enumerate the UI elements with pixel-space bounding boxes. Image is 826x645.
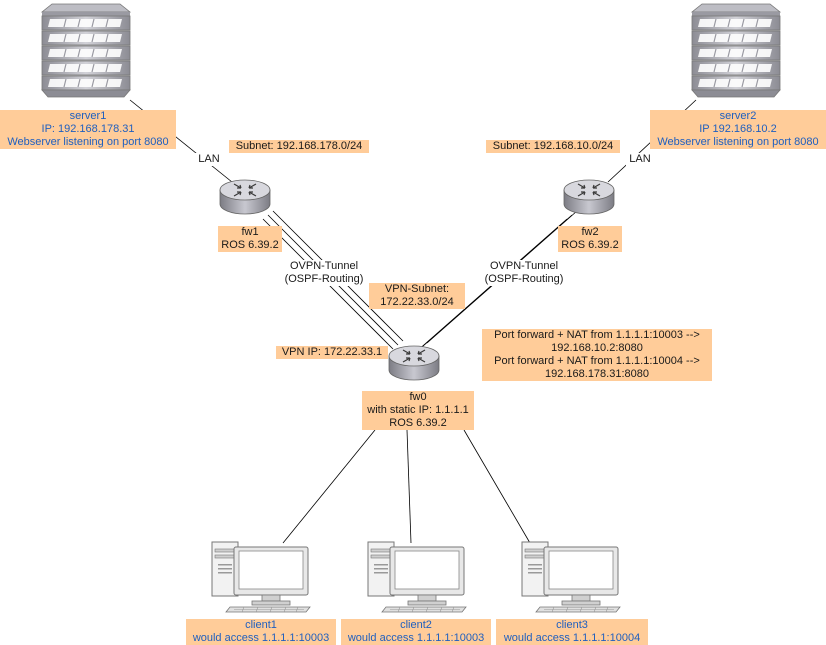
port-forward-rules: Port forward + NAT from 1.1.1.1:10003 --… [482,329,712,381]
server2-service: Webserver listening on port 8080 [657,136,819,148]
client3-note: would access 1.1.1.1:10004 [503,632,641,644]
fw1-os: ROS 6.39.2 [221,239,279,251]
tunnel-left-title: OVPN-Tunnel [289,260,359,272]
fw1-name: fw1 [241,226,259,238]
tunnel-right-routing: (OSPF-Routing) [484,273,564,285]
connection-lines [129,99,697,544]
tunnel-right-label: OVPN-Tunnel (OSPF-Routing) [478,260,570,286]
vpn-subnet-title: VPN-Subnet: [384,283,450,295]
server-rack-icon [41,3,131,98]
server1-ip: IP: 192.168.178.31 [41,123,135,135]
router-icon [219,179,271,215]
desktop-computer-icon [211,541,311,613]
client1-label: client1 would access 1.1.1.1:10003 [186,619,336,645]
tunnel-left-label: OVPN-Tunnel (OSPF-Routing) [278,260,370,286]
router-icon [563,179,615,215]
desktop-computer-icon [367,541,467,613]
router-icon [388,345,440,381]
fw2-os: ROS 6.39.2 [561,239,619,251]
server2-label: server2 IP 192.168.10.2 Webserver listen… [650,110,826,149]
server1-name: server1 [69,110,107,122]
port-forward-rule1-from: Port forward + NAT from 1.1.1.1:10003 --… [494,329,700,341]
server2-ip: IP 192.168.10.2 [699,123,777,135]
port-forward-rule1-to: 192.168.10.2:8080 [551,342,643,354]
client1-name: client1 [245,619,277,631]
port-forward-rule2-from: Port forward + NAT from 1.1.1.1:10004 --… [494,355,700,367]
subnet-right-label: Subnet: 192.168.10.0/24 [486,140,620,153]
fw0-os: ROS 6.39.2 [389,417,447,429]
tunnel-right-title: OVPN-Tunnel [489,260,559,272]
subnet-left-label: Subnet: 192.168.178.0/24 [229,140,369,153]
fw0-static-ip: with static IP: 1.1.1.1 [367,404,469,416]
client3-name: client3 [556,619,588,631]
client2-label: client2 would access 1.1.1.1:10003 [341,619,491,645]
fw0-label: fw0 with static IP: 1.1.1.1 ROS 6.39.2 [362,391,474,430]
desktop-computer-icon [521,541,621,613]
client2-name: client2 [400,619,432,631]
fw2-name: fw2 [581,226,599,238]
client3-label: client3 would access 1.1.1.1:10004 [496,619,648,645]
server1-label: server1 IP: 192.168.178.31 Webserver lis… [0,110,176,149]
fw1-label: fw1 ROS 6.39.2 [218,226,282,252]
lan-label-left: LAN [195,153,223,166]
link-fw0-client1 [282,429,376,544]
server1-service: Webserver listening on port 8080 [7,136,169,148]
link-fw0-client2 [406,429,412,544]
tunnel-left-routing: (OSPF-Routing) [284,273,364,285]
server-rack-icon [691,3,781,98]
vpn-subnet-range: 172.22.33.0/24 [380,296,454,308]
lan-label-right: LAN [626,153,654,166]
client2-note: would access 1.1.1.1:10003 [347,632,485,644]
fw0-name: fw0 [409,391,427,403]
server2-name: server2 [719,110,757,122]
link-fw0-client3 [463,429,531,544]
vpn-ip-label: VPN IP: 172.22.33.1 [276,346,388,359]
vpn-subnet-label: VPN-Subnet: 172.22.33.0/24 [369,283,465,309]
fw2-label: fw2 ROS 6.39.2 [558,226,622,252]
client1-note: would access 1.1.1.1:10003 [192,632,330,644]
port-forward-rule2-to: 192.168.178.31:8080 [545,368,649,380]
